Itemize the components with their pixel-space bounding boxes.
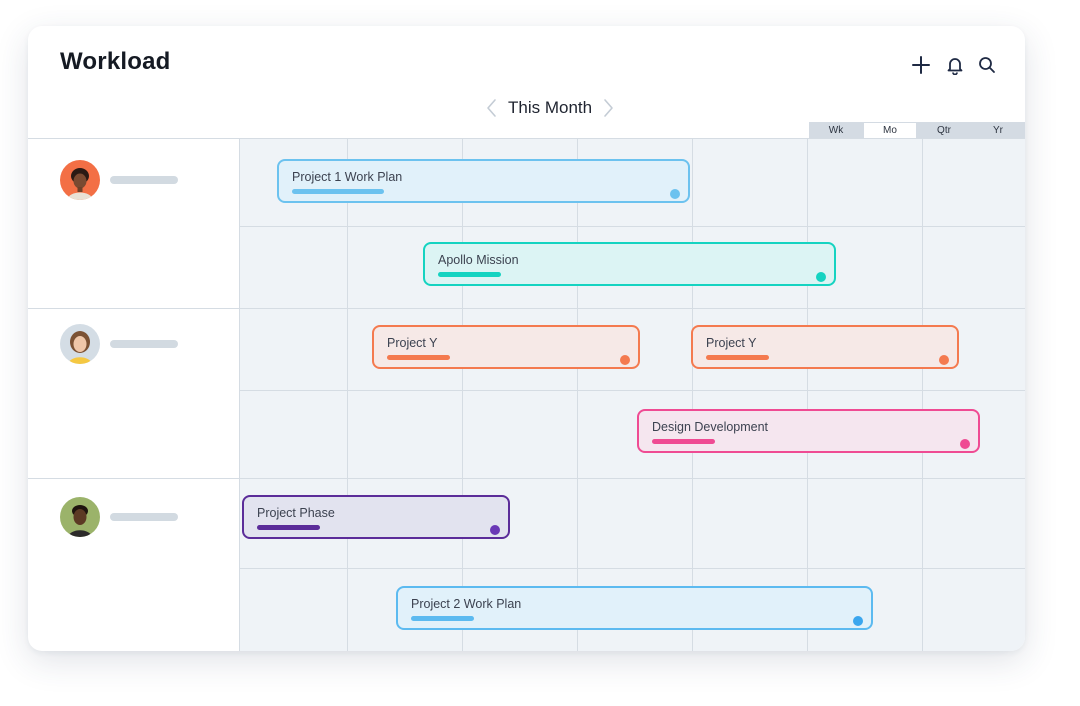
grid-row-line [240, 568, 1025, 569]
task-status-dot [853, 616, 863, 626]
task-progress [387, 355, 450, 360]
task-label: Project Y [706, 336, 757, 350]
person-name-placeholder [110, 340, 178, 348]
workload-card: Workload This Month Wk Mo [28, 26, 1025, 651]
task-label: Apollo Mission [438, 253, 519, 267]
task-bar[interactable]: Project Y [372, 325, 640, 369]
grid-column-line [462, 139, 463, 651]
grid-column-line [807, 139, 808, 651]
people-column [28, 139, 240, 651]
task-progress [257, 525, 320, 530]
person-name-placeholder [110, 513, 178, 521]
bell-icon [947, 58, 963, 75]
task-progress [292, 189, 384, 194]
task-label: Project Phase [257, 506, 335, 520]
task-label: Project 1 Work Plan [292, 170, 403, 184]
task-status-dot [960, 439, 970, 449]
next-period-button[interactable] [596, 96, 622, 120]
scale-option-month[interactable]: Mo [864, 123, 916, 138]
previous-period-button[interactable] [478, 96, 504, 120]
grid-column-line [922, 139, 923, 651]
grid-row-line [240, 478, 1025, 479]
task-status-dot [620, 355, 630, 365]
task-bar[interactable]: Project Phase [242, 495, 510, 539]
avatar-person-2[interactable] [60, 324, 100, 364]
grid-row-line [240, 390, 1025, 391]
period-navigator: This Month [478, 96, 622, 120]
scale-option-week[interactable]: Wk [828, 125, 844, 136]
search-icon [979, 57, 995, 73]
scale-option-quarter[interactable]: Qtr [937, 125, 951, 136]
grid-column-line [692, 139, 693, 651]
task-progress [652, 439, 715, 444]
header-divider [28, 138, 1025, 139]
person-name-placeholder [110, 176, 178, 184]
task-label: Project Y [387, 336, 438, 350]
task-bar[interactable]: Design Development [637, 409, 980, 453]
grid-column-line [347, 139, 348, 651]
period-label: This Month [508, 98, 593, 117]
person-divider [28, 478, 240, 479]
time-scale-switcher: Wk Mo Qtr Yr [809, 122, 1025, 139]
timeline-grid: Project 1 Work Plan Apollo Mission Proje… [240, 139, 1025, 651]
task-bar[interactable]: Apollo Mission [423, 242, 836, 286]
task-status-dot [939, 355, 949, 365]
task-status-dot [670, 189, 680, 199]
task-progress [411, 616, 474, 621]
task-bar[interactable]: Project Y [691, 325, 959, 369]
avatar-person-3[interactable] [60, 497, 100, 537]
page-title: Workload [60, 48, 171, 75]
task-label: Design Development [652, 420, 769, 434]
plus-icon [912, 56, 930, 74]
notifications-button[interactable] [942, 52, 968, 78]
grid-row-line [240, 226, 1025, 227]
scale-option-year[interactable]: Yr [993, 125, 1003, 136]
add-button[interactable] [908, 52, 934, 78]
grid-column-line [577, 139, 578, 651]
chevron-left-icon [487, 99, 496, 117]
grid-row-line [240, 308, 1025, 309]
chevron-right-icon [604, 99, 613, 117]
task-status-dot [490, 525, 500, 535]
task-bar[interactable]: Project 2 Work Plan [396, 586, 873, 630]
avatar-person-1[interactable] [60, 160, 100, 200]
task-bar[interactable]: Project 1 Work Plan [277, 159, 690, 203]
task-status-dot [816, 272, 826, 282]
task-progress [706, 355, 769, 360]
search-button[interactable] [974, 52, 1000, 78]
person-divider [28, 308, 240, 309]
task-progress [438, 272, 501, 277]
task-label: Project 2 Work Plan [411, 597, 522, 611]
